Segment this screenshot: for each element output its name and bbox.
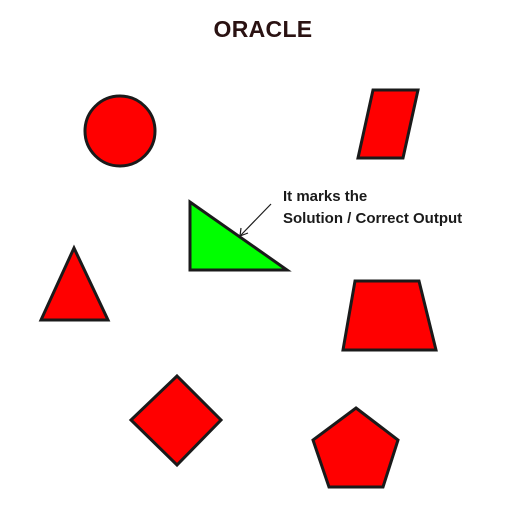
annotation-line-1: It marks the bbox=[283, 188, 367, 205]
diamond-shape bbox=[128, 373, 224, 468]
pentagon-shape bbox=[311, 406, 400, 489]
solution-triangle-shape bbox=[188, 199, 292, 272]
circle-shape bbox=[83, 94, 157, 168]
annotation-arrow bbox=[240, 203, 272, 236]
diagram-title: ORACLE bbox=[214, 16, 313, 42]
parallelogram-shape bbox=[356, 88, 420, 160]
triangle-shape bbox=[38, 244, 111, 322]
trapezoid-shape bbox=[341, 279, 438, 352]
annotation-arrowhead bbox=[239, 227, 249, 237]
annotation-line-2: Solution / Correct Output bbox=[283, 210, 462, 227]
